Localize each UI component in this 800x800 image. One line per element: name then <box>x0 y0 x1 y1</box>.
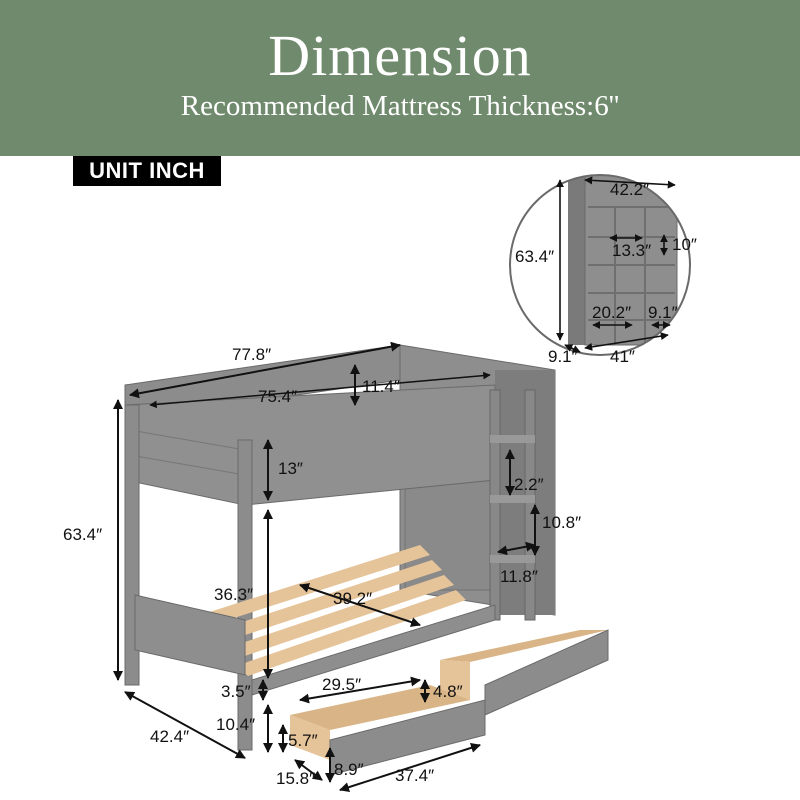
label-total-length: 77.8″ <box>232 345 271 364</box>
label-shelf-height: 63.4″ <box>515 247 554 266</box>
label-depth: 42.4″ <box>150 727 189 746</box>
label-ladder-width: 11.8″ <box>500 567 538 586</box>
label-cubby-width: 13.3″ <box>612 241 651 260</box>
label-shelf-depth: 9.1″ <box>548 347 578 366</box>
label-drawer-inner-depth: 4.8″ <box>433 682 463 701</box>
label-ladder-step-width: 2.2″ <box>514 475 544 494</box>
label-drawer-length: 37.4″ <box>395 766 434 785</box>
label-lower-clearance: 36.3″ <box>214 585 253 604</box>
drawer-right <box>440 629 609 716</box>
label-drawer-inner-length: 29.5″ <box>322 675 361 694</box>
label-drawer-side-height: 8.9″ <box>334 760 364 779</box>
label-ladder-step-gap: 10.8″ <box>542 513 581 532</box>
bunk-bed-illustration <box>124 344 609 776</box>
label-shelf-bottom-depth: 9.1″ <box>648 303 678 322</box>
shelf-inset: 42.2″ 63.4″ 13.3″ 10″ 20.2″ 9.1″ 9.1″ 41… <box>509 174 697 366</box>
label-cubby-height: 10″ <box>672 235 697 254</box>
label-top-panel-height: 13″ <box>278 459 303 478</box>
label-shelf-bottom-width: 20.2″ <box>592 303 631 322</box>
page-title: Dimension <box>268 23 532 88</box>
unit-badge: UNIT INCH <box>73 156 221 186</box>
label-shelf-top-width: 42.2″ <box>610 180 649 199</box>
label-total-height: 63.4″ <box>63 525 102 544</box>
header-banner: Dimension Recommended Mattress Thickness… <box>0 0 800 156</box>
label-drawer-front-height: 5.7″ <box>288 731 318 750</box>
label-shelf-base-width: 41″ <box>610 347 635 366</box>
page-subtitle: Recommended Mattress Thickness:6'' <box>180 90 620 122</box>
label-inner-length: 75.4″ <box>258 387 297 406</box>
label-floor-gap: 3.5″ <box>221 682 251 701</box>
label-floor-clearance: 10.4″ <box>216 715 255 734</box>
lower-side-rail <box>251 604 496 696</box>
label-guard-rail-height: 11.4″ <box>362 377 400 396</box>
lower-front-rail <box>134 594 246 676</box>
label-slat-length: 39.2″ <box>333 589 372 608</box>
label-drawer-width: 15.8″ <box>276 769 315 788</box>
